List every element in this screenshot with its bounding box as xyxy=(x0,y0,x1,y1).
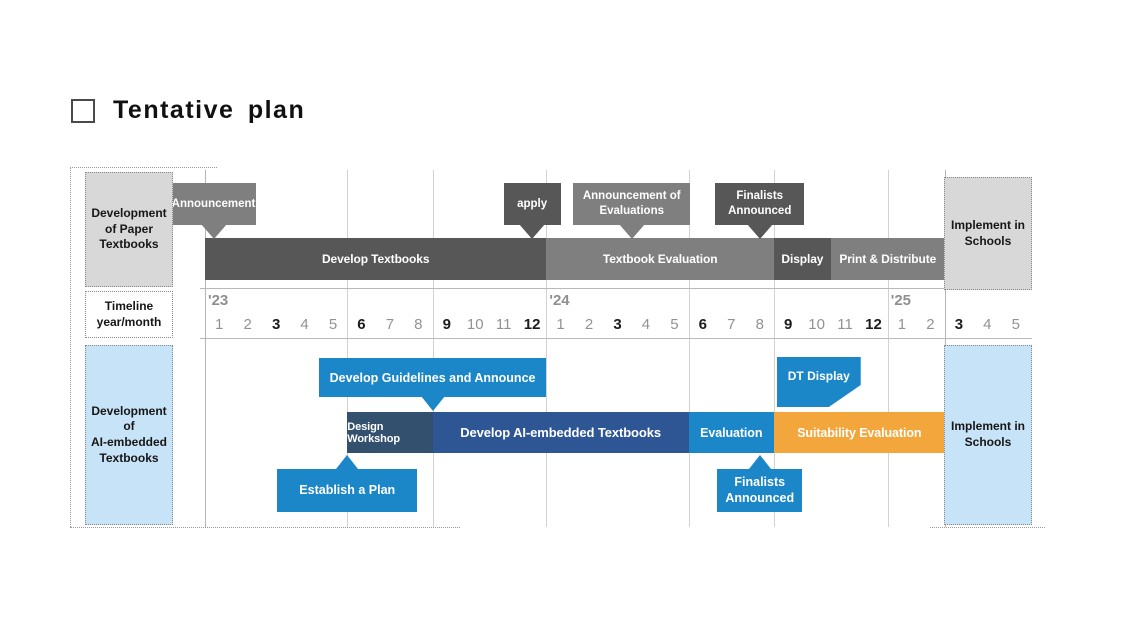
month-label: 4 xyxy=(983,316,992,333)
month-label: 9 xyxy=(784,316,793,333)
gridline xyxy=(546,170,548,527)
month-label: 8 xyxy=(414,316,423,333)
row-label-ai-textbooks: Development of AI-embedded Textbooks xyxy=(85,345,173,525)
gridline xyxy=(205,170,206,527)
month-label: 5 xyxy=(1011,316,1020,333)
callout-pointer-announcement-of-evaluations xyxy=(618,224,645,239)
gantt-bar-develop-textbooks: Develop Textbooks xyxy=(205,238,547,280)
month-label: 2 xyxy=(584,316,594,333)
timeline-row-top-line xyxy=(200,288,1032,289)
month-label: 12 xyxy=(523,316,541,333)
gridline xyxy=(432,170,434,527)
callout-pointer-finalists-announced xyxy=(746,224,773,239)
gantt-bar-suitability-evaluation: Suitability Evaluation xyxy=(773,412,945,453)
callout-finalists-announced: Finalists Announced xyxy=(717,469,803,512)
gantt-bar-display: Display xyxy=(773,238,831,280)
callout-pointer-apply xyxy=(519,224,546,239)
gridline xyxy=(688,170,690,527)
month-label: 5 xyxy=(670,316,679,333)
dotted-guide xyxy=(70,527,460,528)
callout-pointer-finalists-announced xyxy=(748,455,771,469)
year-label: '25 xyxy=(890,292,912,309)
month-label: 5 xyxy=(328,316,338,333)
dotted-guide xyxy=(70,167,217,168)
gantt-bar-evaluation: Evaluation xyxy=(688,412,774,453)
page-title: Tentative plan xyxy=(71,96,305,125)
callout-announcement-of-evaluations: Announcement of Evaluations xyxy=(573,183,691,225)
month-label: 1 xyxy=(897,316,907,333)
month-label: 6 xyxy=(698,316,707,333)
month-label: 3 xyxy=(954,316,964,333)
month-label: 9 xyxy=(442,316,451,333)
month-label: 7 xyxy=(385,316,395,333)
outcome-box-ai: Implement in Schools xyxy=(944,345,1032,525)
callout-finalists-announced: Finalists Announced xyxy=(715,183,805,225)
gantt-bar-textbook-evaluation: Textbook Evaluation xyxy=(546,238,774,280)
row-label-timeline: Timeline year/month xyxy=(85,291,173,338)
page-title-text: Tentative plan xyxy=(113,96,306,124)
month-label: 8 xyxy=(755,316,764,333)
dotted-guide xyxy=(930,527,1045,528)
month-label: 7 xyxy=(727,316,736,333)
month-label: 4 xyxy=(300,316,309,333)
month-label: 2 xyxy=(926,316,935,333)
pointer-develop-guidelines-and-announce xyxy=(420,396,445,411)
month-label: 10 xyxy=(466,316,484,333)
callout-dt-display: DT Display xyxy=(776,357,861,407)
dotted-guide xyxy=(70,167,71,527)
month-label: 11 xyxy=(837,316,853,333)
callout-pointer-establish-a-plan xyxy=(336,455,359,469)
month-label: 12 xyxy=(865,316,882,333)
callout-announcement: Announcement xyxy=(171,183,256,225)
month-label: 6 xyxy=(357,316,366,333)
callout-pointer-announcement xyxy=(200,224,227,239)
year-label: '24 xyxy=(549,292,570,309)
dt-display-label: DT Display xyxy=(787,369,850,383)
year-label: '23 xyxy=(208,292,229,309)
callout-establish-a-plan: Establish a Plan xyxy=(277,469,418,512)
month-label: 3 xyxy=(271,316,281,333)
gantt-bar-print-distribute: Print & Distribute xyxy=(830,238,945,280)
timeline-row-bottom-line xyxy=(200,338,1032,339)
gridline xyxy=(773,170,775,527)
month-label: 10 xyxy=(808,316,825,333)
month-label: 1 xyxy=(215,316,224,333)
month-label: 2 xyxy=(243,316,252,333)
row-label-paper-textbooks: Development of Paper Textbooks xyxy=(85,172,173,287)
gantt-bar-design-workshop: Design Workshop xyxy=(347,412,433,453)
month-label: 4 xyxy=(641,316,651,333)
gantt-bar-develop-ai-embedded-textbooks: Develop AI-embedded Textbooks xyxy=(432,412,689,453)
callout-apply: apply xyxy=(503,183,561,225)
month-label: 11 xyxy=(495,316,512,333)
gantt-bar-develop-guidelines-and-announce: Develop Guidelines and Announce xyxy=(318,358,547,397)
checkbox-icon xyxy=(71,98,95,123)
gridline xyxy=(347,170,349,527)
outcome-box-paper: Implement in Schools xyxy=(944,177,1032,290)
gridline xyxy=(887,170,889,527)
month-label: 1 xyxy=(556,316,565,333)
month-label: 3 xyxy=(613,316,622,333)
